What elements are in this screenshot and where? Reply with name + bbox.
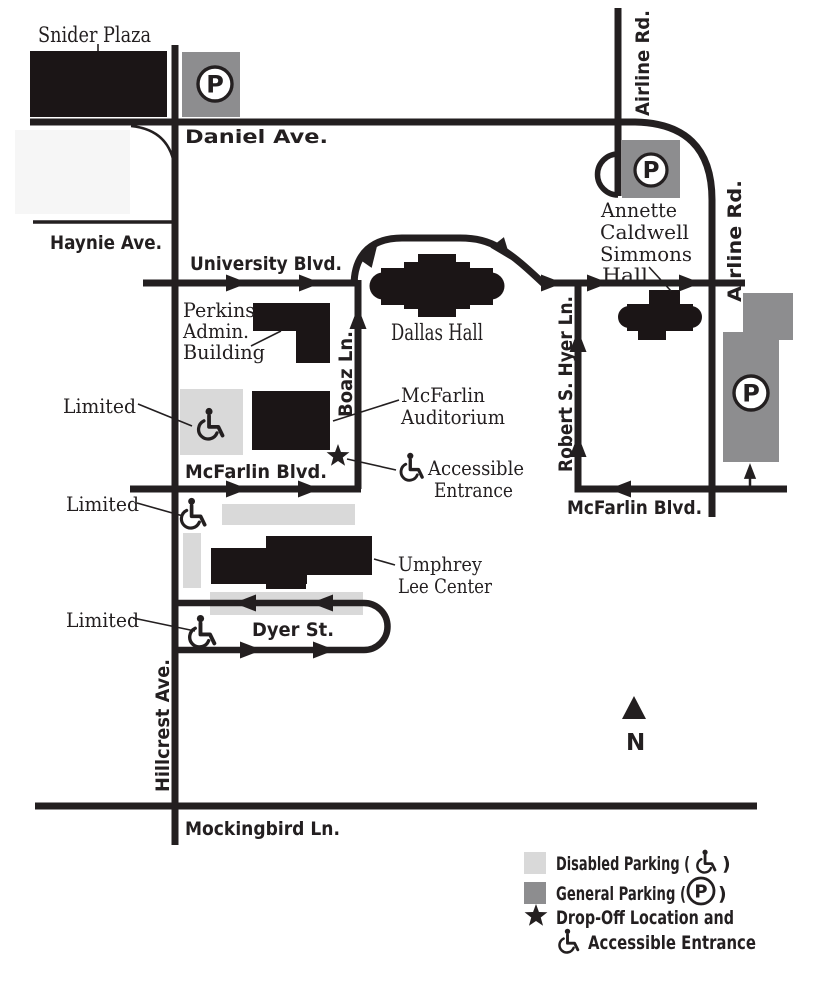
label-annette-3: Simmons	[600, 242, 692, 266]
label-snider-plaza: Snider Plaza	[38, 23, 151, 47]
disabled-parking-lot-1	[180, 389, 243, 455]
star-icon	[326, 444, 350, 466]
leader-limited-2	[136, 502, 184, 517]
parking-letter: P	[643, 158, 660, 184]
road-corner-fillet	[130, 124, 177, 171]
parking-letter: P	[742, 380, 760, 408]
label-perkins-2: Admin.	[182, 319, 249, 343]
traffic-arrow-icon	[313, 641, 335, 659]
label-mcfarlin-aud-2: Auditorium	[400, 405, 505, 429]
north-arrow: N	[622, 696, 646, 756]
label-mcfarlin-aud-1: McFarlin	[401, 383, 485, 407]
parking-icon: P	[686, 876, 716, 906]
building-dallas-hall	[369, 254, 505, 317]
label-umphrey-1: Umphrey	[398, 552, 483, 576]
label-annette-4: Hall	[602, 263, 648, 287]
legend-general-swatch	[524, 882, 546, 904]
traffic-arrow-icon	[349, 307, 367, 329]
wheelchair-icon	[187, 614, 217, 649]
north-arrow-icon	[622, 696, 646, 719]
legend-disabled-swatch	[524, 852, 546, 874]
faint-block	[15, 130, 130, 214]
leader-perkins	[250, 330, 282, 347]
parking-icon: P	[633, 152, 669, 188]
building-umphrey-lee-center	[211, 536, 372, 589]
parking-letter: P	[694, 882, 707, 903]
label-hillcrest-ave: Hillcrest Ave.	[152, 659, 174, 792]
leader-limited-3	[132, 617, 196, 632]
label-university-blvd: University Blvd.	[190, 253, 342, 275]
traffic-arrow-icon	[226, 274, 248, 292]
label-limited-3: Limited	[66, 608, 139, 632]
traffic-arrow-icon	[226, 480, 248, 498]
building-perkins-admin	[253, 303, 330, 363]
road-daniel-ave-airline-rd	[30, 118, 716, 517]
legend-dropoff-text-2: Accessible Entrance	[588, 932, 756, 954]
label-haynie-ave: Haynie Ave.	[50, 232, 162, 254]
label-annette-2: Caldwell	[600, 220, 689, 244]
leader-dropoff-star	[346, 458, 397, 471]
legend-disabled-close: )	[722, 853, 731, 875]
label-mcfarlin-blvd-west: McFarlin Blvd.	[185, 461, 327, 483]
label-boaz-ln: Boaz Ln.	[335, 331, 357, 417]
building-annette-simmons-hall	[618, 290, 702, 340]
disabled-parking-strip-2	[183, 533, 201, 588]
wheelchair-icon	[695, 849, 717, 874]
label-perkins-3: Building	[183, 340, 265, 364]
building-snider-plaza	[30, 51, 167, 117]
label-mcfarlin-blvd-east: McFarlin Blvd.	[567, 497, 702, 519]
label-robert-s-hyer-ln: Robert S. Hyer Ln.	[555, 296, 577, 472]
label-mockingbird-ln: Mockingbird Ln.	[185, 818, 340, 840]
wheelchair-icon	[399, 452, 424, 482]
leader-annette-hall	[648, 266, 672, 292]
label-limited-1: Limited	[63, 394, 136, 418]
label-dallas-hall: Dallas Hall	[391, 321, 483, 346]
legend: Disabled Parking ( ) General Parking ( P…	[524, 849, 756, 954]
label-umphrey-2: Lee Center	[398, 574, 492, 598]
legend-general-close: )	[718, 883, 727, 905]
parking-icon: P	[732, 374, 770, 412]
traffic-arrow-icon	[609, 480, 631, 498]
traffic-arrow-icon	[299, 274, 321, 292]
label-annette-1: Annette	[600, 198, 677, 222]
leader-limited-1	[137, 403, 193, 427]
label-north: N	[626, 730, 645, 756]
label-accessible: Accessible	[427, 456, 524, 480]
wheelchair-icon	[179, 497, 207, 530]
leader-umphrey	[373, 558, 396, 566]
traffic-arrow-icon	[541, 274, 563, 292]
leader-mcfarlin-auditorium	[332, 399, 400, 422]
traffic-arrow-icon	[679, 274, 701, 292]
road-annette-loop	[594, 151, 619, 198]
traffic-arrow-icon	[298, 480, 320, 498]
label-limited-2: Limited	[66, 492, 139, 516]
label-airline-rd-right: Airline Rd.	[724, 180, 746, 302]
label-daniel-ave: Daniel Ave.	[185, 126, 328, 148]
disabled-parking-strip-1	[222, 504, 355, 525]
parking-letter: P	[206, 71, 224, 99]
star-icon	[524, 904, 548, 926]
legend-dropoff-text-1: Drop-Off Location and	[556, 907, 734, 929]
legend-general-text: General Parking (	[556, 883, 686, 905]
label-airline-rd-top: Airline Rd.	[632, 10, 654, 116]
road-dyer-st-loop	[178, 599, 391, 654]
label-entrance: Entrance	[434, 478, 513, 502]
parking-icon: P	[196, 65, 234, 103]
legend-disabled-text: Disabled Parking (	[556, 853, 690, 875]
wheelchair-icon	[558, 928, 580, 954]
traffic-arrow-icon	[743, 463, 757, 479]
building-mcfarlin-auditorium	[252, 391, 330, 450]
traffic-arrow-icon	[240, 641, 262, 659]
label-perkins-1: Perkins	[183, 298, 255, 322]
label-dyer-st: Dyer St.	[252, 619, 334, 641]
